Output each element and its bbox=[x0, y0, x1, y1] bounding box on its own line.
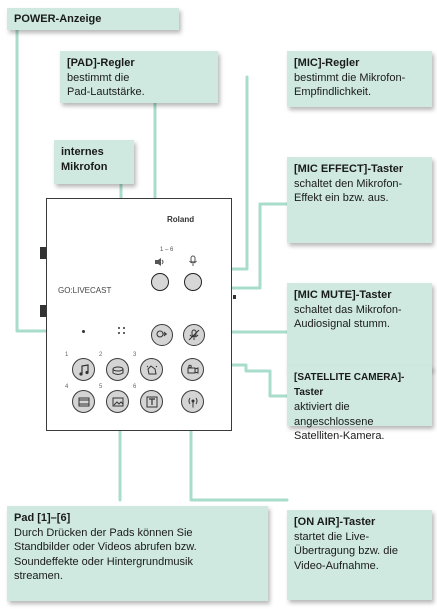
roland-logo: Roland bbox=[167, 215, 195, 224]
title-text-icon bbox=[146, 396, 157, 407]
callout-power-title: POWER-Anzeige bbox=[14, 13, 102, 25]
callout-mic-knob-desc: bestimmt die Mikrofon-Empfindlichkeit. bbox=[294, 71, 406, 99]
callout-pad-knob: [PAD]-Regler bestimmt die Pad-Lautstärke… bbox=[60, 51, 218, 103]
mic-mute-button[interactable] bbox=[183, 324, 205, 346]
film-icon bbox=[78, 397, 89, 406]
pad-number-4: 4 bbox=[65, 384, 69, 390]
pad-volume-knob[interactable] bbox=[151, 273, 169, 291]
callout-satellite-camera-title: [SATELLITE CAMERA]-Taster bbox=[294, 372, 405, 398]
callout-satellite-camera-desc: aktiviert die angeschlossene Satelliten-… bbox=[294, 401, 385, 442]
callout-mic-knob-title: [MIC]-Regler bbox=[294, 57, 360, 69]
internal-mic-holes bbox=[118, 327, 125, 334]
callout-pads-desc: Durch Drücken der Pads können Sie Standb… bbox=[14, 526, 197, 583]
brand-label: GO:LIVECAST bbox=[58, 286, 112, 295]
mic-gain-knob[interactable] bbox=[184, 273, 202, 291]
mic-mute-icon bbox=[188, 329, 200, 341]
side-port-top bbox=[40, 247, 46, 259]
callout-pads-title: Pad [1]–[6] bbox=[14, 512, 71, 524]
leader-mic-effect bbox=[220, 202, 289, 290]
callout-on-air-title: [ON AIR]-Taster bbox=[294, 516, 376, 528]
side-port-bottom bbox=[40, 305, 46, 317]
power-indicator bbox=[82, 330, 85, 333]
callout-mic-mute-title: [MIC MUTE]-Taster bbox=[294, 289, 392, 301]
callout-mic-effect: [MIC EFFECT]-Taster schaltet den Mikrofo… bbox=[287, 157, 432, 243]
callout-internal-mic-title: internes Mikrofon bbox=[61, 146, 108, 173]
callout-internal-mic: internes Mikrofon bbox=[54, 140, 134, 184]
mic-effect-button[interactable] bbox=[151, 324, 173, 346]
pad-number-6: 6 bbox=[133, 384, 137, 390]
callout-mic-mute: [MIC MUTE]-Taster schaltet das Mikrofon-… bbox=[287, 283, 432, 370]
callout-satellite-camera: [SATELLITE CAMERA]-Taster aktiviert die … bbox=[287, 366, 432, 442]
image-icon bbox=[112, 397, 123, 406]
callout-pad-knob-desc: bestimmt die Pad-Lautstärke. bbox=[67, 71, 145, 99]
device-body: 1 – 6 Roland GO:LIVECAST 1 2 3 4 5 6 bbox=[40, 198, 236, 431]
clap-icon bbox=[146, 364, 157, 374]
satellite-camera-button[interactable] bbox=[181, 358, 204, 381]
callout-mic-effect-desc: schaltet den Mikrofon-Effekt ein bzw. au… bbox=[294, 177, 403, 205]
pad-number-2: 2 bbox=[99, 352, 103, 358]
side-switch bbox=[233, 295, 236, 299]
on-air-icon bbox=[188, 397, 197, 407]
knob-scale-label: 1 – 6 bbox=[160, 247, 174, 253]
music-note-icon bbox=[78, 363, 89, 376]
callout-pads: Pad [1]–[6] Durch Drücken der Pads könne… bbox=[7, 506, 268, 601]
pad-number-5: 5 bbox=[99, 384, 103, 390]
pad-3-button[interactable] bbox=[140, 358, 163, 381]
callout-power: POWER-Anzeige bbox=[7, 8, 179, 30]
mic-effect-icon bbox=[156, 330, 167, 338]
callout-on-air-desc: startet die Live-Übertragung bzw. die Vi… bbox=[294, 530, 398, 572]
drum-icon bbox=[112, 366, 123, 375]
on-air-button[interactable] bbox=[181, 390, 204, 413]
leader-on-air bbox=[189, 417, 289, 502]
leader-satellite-camera bbox=[212, 363, 289, 398]
speaker-icon bbox=[155, 258, 164, 266]
microphone-symbol-icon bbox=[189, 255, 197, 266]
callout-mic-knob: [MIC]-Regler bestimmt die Mikrofon-Empfi… bbox=[287, 51, 432, 107]
callout-pad-knob-title: [PAD]-Regler bbox=[67, 57, 135, 69]
pad-2-button[interactable] bbox=[106, 358, 129, 381]
camera-icon bbox=[187, 364, 198, 374]
callout-on-air: [ON AIR]-Taster startet die Live-Übertra… bbox=[287, 510, 432, 600]
pad-number-3: 3 bbox=[133, 352, 137, 358]
pad-5-button[interactable] bbox=[106, 390, 129, 413]
pad-4-button[interactable] bbox=[72, 390, 95, 413]
pad-1-button[interactable] bbox=[72, 358, 95, 381]
callout-mic-effect-title: [MIC EFFECT]-Taster bbox=[294, 163, 404, 175]
callout-mic-mute-desc: schaltet das Mikrofon-Audiosignal stumm. bbox=[294, 303, 402, 331]
pad-6-button[interactable] bbox=[140, 390, 163, 413]
pad-number-1: 1 bbox=[65, 352, 69, 358]
